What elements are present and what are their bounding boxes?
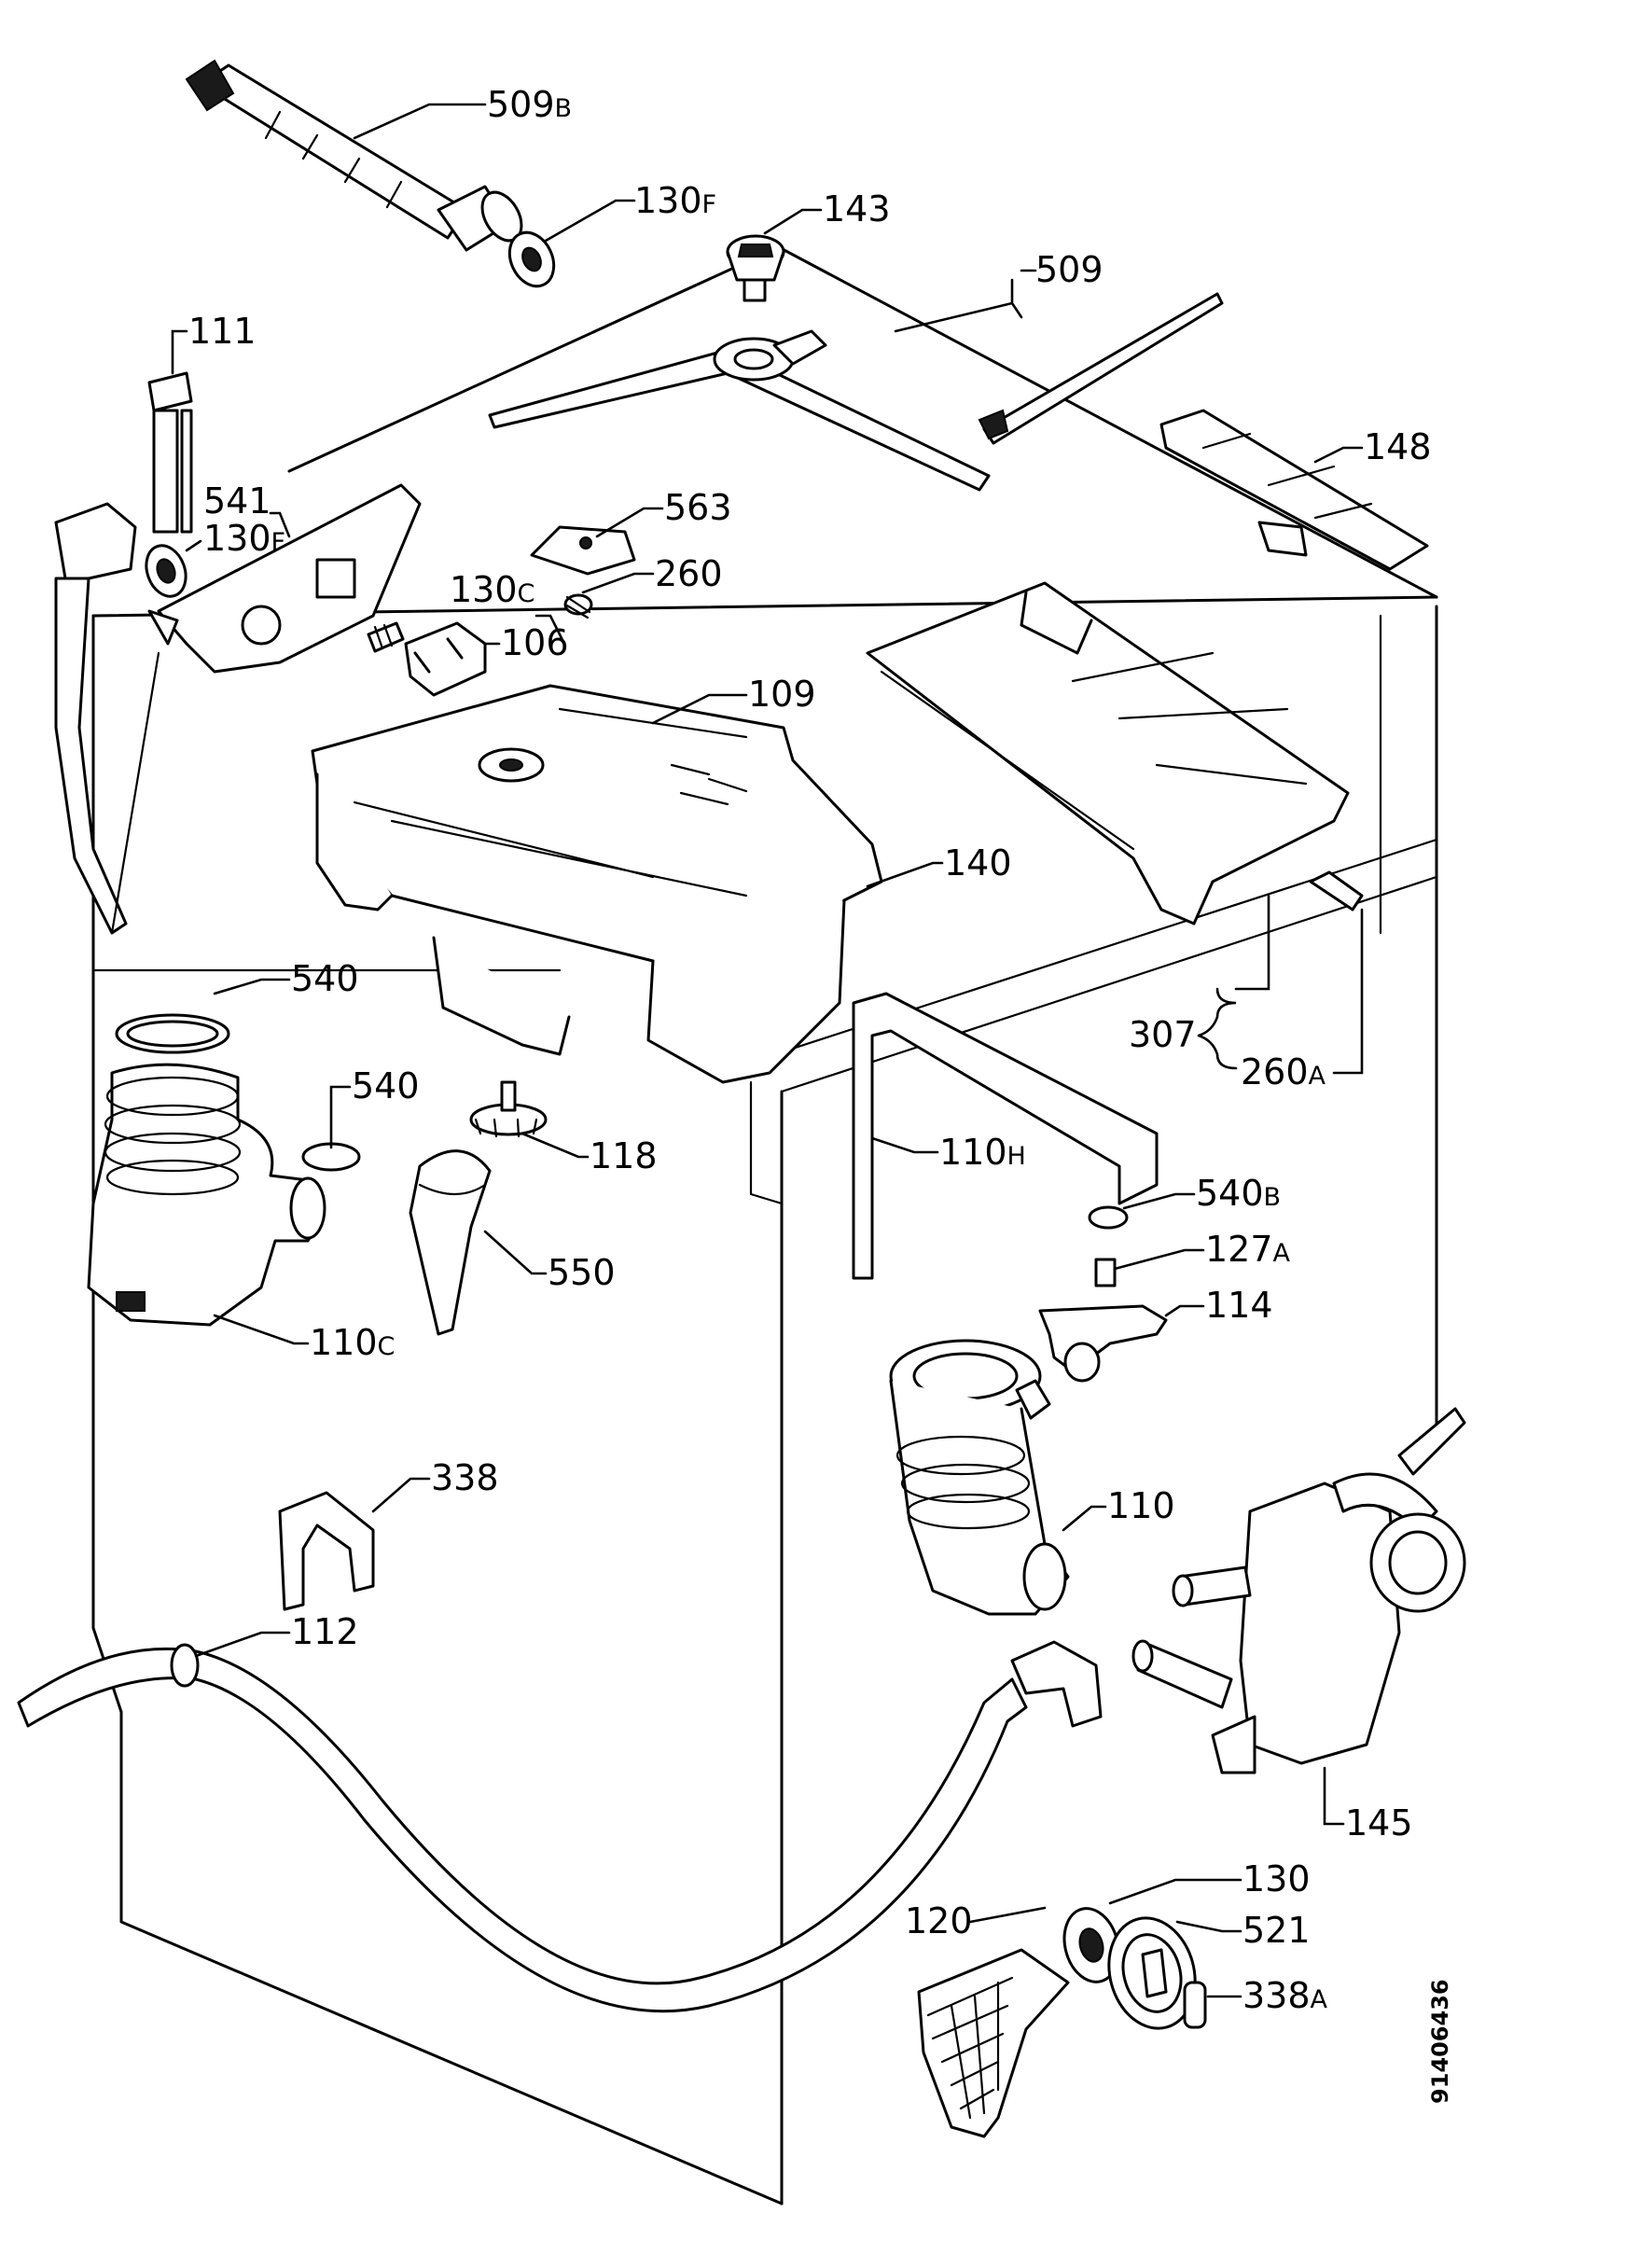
label-307: 307 — [1129, 1014, 1197, 1055]
label-145: 145 — [1345, 1802, 1413, 1844]
label-563: 563 — [664, 487, 732, 528]
label-509: 509 — [1035, 249, 1104, 290]
part-118-impeller — [469, 1080, 548, 1138]
label-509b: 509B — [487, 84, 572, 125]
part-550-clip — [409, 1149, 492, 1336]
part-109-dispenser-housing — [311, 684, 883, 1084]
label-521: 521 — [1242, 1910, 1311, 1951]
part-140-dispenser-drawer — [866, 581, 1350, 925]
label-110c: 110C — [310, 1322, 395, 1363]
part-130f-seal — [507, 230, 556, 288]
part-130f-seal-left — [145, 544, 187, 598]
part-130c-spring — [367, 621, 405, 653]
part-130-seal — [1062, 1907, 1120, 1983]
part-260a-clip — [1309, 870, 1364, 911]
label-112: 112 — [291, 1611, 359, 1652]
leader-lines — [171, 103, 1364, 1998]
part-110-bellows — [889, 1339, 1070, 1616]
part-338a-pin — [1183, 1981, 1207, 2029]
label-110: 110 — [1107, 1485, 1175, 1526]
label-130: 130 — [1242, 1858, 1311, 1899]
part-110c-bellows — [87, 1063, 326, 1327]
part-120-filter — [917, 1948, 1070, 2138]
label-109: 109 — [748, 674, 816, 715]
part-145-pump-housing — [1131, 1407, 1466, 1774]
part-260-spring — [563, 593, 593, 619]
label-130c: 130C — [450, 569, 534, 610]
label-127a: 127A — [1205, 1229, 1291, 1270]
part-114-valve — [1038, 1304, 1168, 1383]
label-550: 550 — [548, 1252, 616, 1293]
part-drain-hose-left — [54, 502, 160, 935]
label-118: 118 — [590, 1135, 658, 1176]
label-540-top: 540 — [291, 958, 359, 999]
label-540b: 540B — [1196, 1173, 1281, 1214]
part-106-switch — [404, 621, 487, 697]
label-338: 338 — [431, 1457, 499, 1498]
part-338-clip — [278, 1491, 375, 1611]
label-338a: 338A — [1242, 1975, 1328, 2016]
label-148: 148 — [1364, 426, 1432, 467]
label-260: 260 — [655, 553, 723, 594]
label-114: 114 — [1205, 1285, 1273, 1326]
label-130f-top: 130F — [634, 180, 716, 221]
label-130f-left: 130F — [203, 518, 285, 559]
label-143: 143 — [823, 188, 891, 230]
part-563-cam — [530, 525, 636, 576]
label-106: 106 — [501, 622, 569, 663]
part-127a-connector — [1094, 1258, 1117, 1287]
part-143-knob — [726, 234, 785, 302]
part-110h-hose — [852, 992, 1159, 1280]
label-260a: 260A — [1241, 1051, 1326, 1092]
label-111: 111 — [188, 311, 257, 352]
label-120: 120 — [905, 1900, 973, 1941]
drawing-code: 91406436 — [1427, 1979, 1453, 2104]
part-541-bracket — [147, 483, 422, 674]
part-509b-inlet-pipe — [185, 59, 523, 252]
part-540b-clamp — [1088, 1205, 1129, 1230]
part-112-drain-hose — [17, 1640, 1103, 2013]
part-521-cap — [1107, 1916, 1197, 2030]
part-509-spray-arm — [488, 292, 1224, 492]
part-540-clamp-top — [115, 1013, 230, 1054]
label-541: 541 — [203, 480, 271, 522]
part-111-hose-nut — [147, 371, 193, 534]
label-140: 140 — [944, 842, 1012, 884]
label-540-side: 540 — [352, 1065, 420, 1106]
part-148-dispenser-lid — [1159, 409, 1429, 571]
callout-labels: 509B 130F 143 509 111 541 130F 563 260 1… — [188, 84, 1432, 2016]
label-110h: 110H — [939, 1132, 1026, 1173]
